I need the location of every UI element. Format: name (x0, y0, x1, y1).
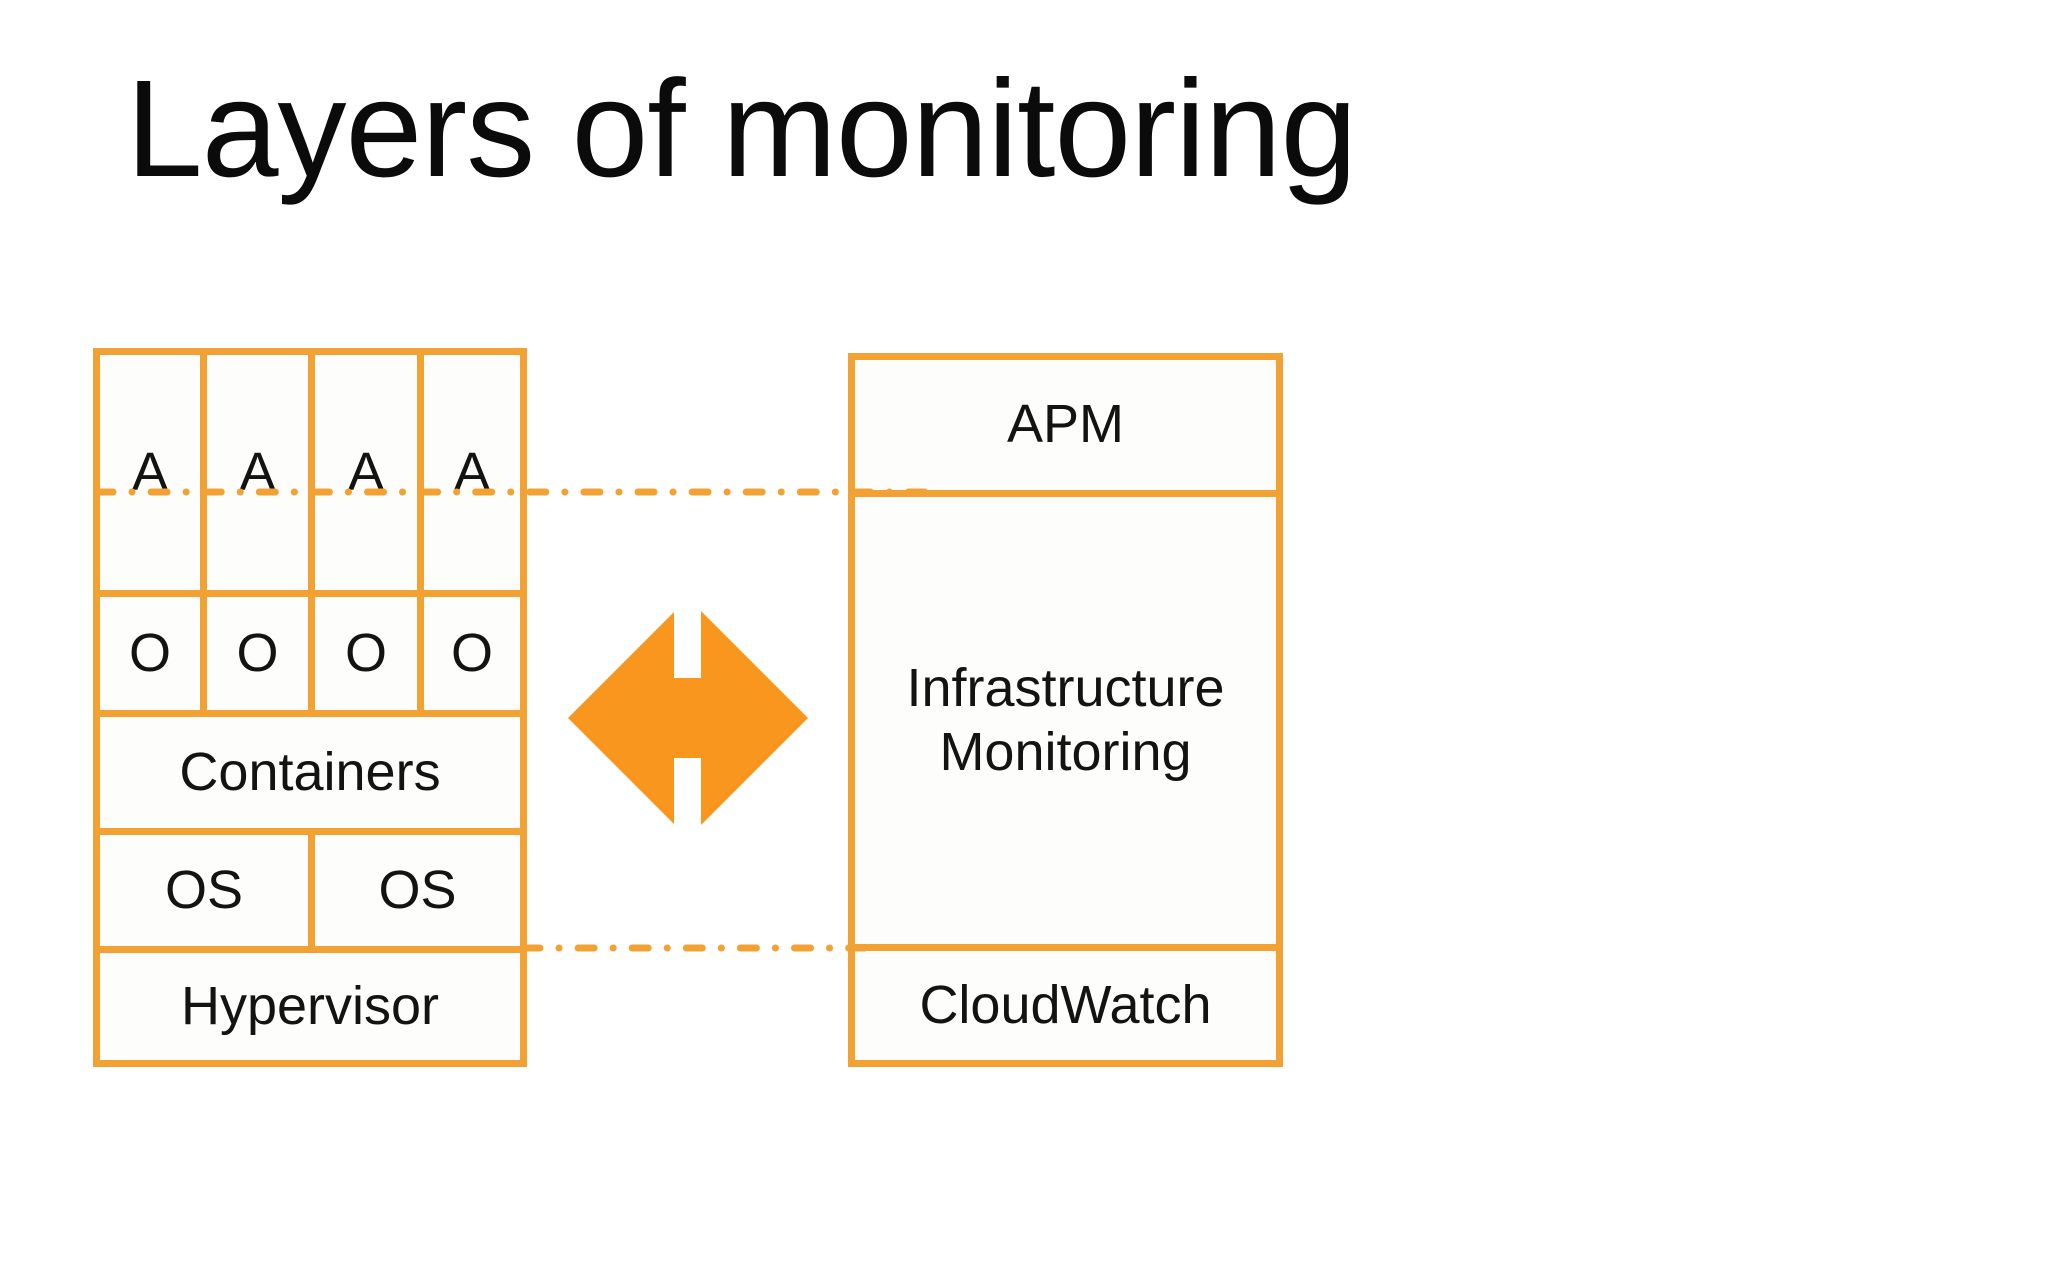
cloudwatch-cell: CloudWatch (848, 944, 1283, 1067)
containers-cell: Containers (93, 710, 527, 835)
application-cell: A (93, 348, 207, 597)
process-cell: O (417, 590, 527, 717)
os-cell: OS (308, 828, 527, 953)
infrastructure-monitoring-cell: Infrastructure Monitoring (848, 490, 1283, 951)
process-cell: O (200, 590, 315, 717)
arrow-diamond-shape (568, 598, 808, 838)
bidirectional-arrow-icon (568, 583, 808, 853)
apm-cell: APM (848, 353, 1283, 497)
process-cell: O (308, 590, 424, 717)
hypervisor-cell: Hypervisor (93, 946, 527, 1067)
process-cell: O (93, 590, 207, 717)
application-cell: A (308, 348, 424, 597)
arrow-top-slit (674, 583, 701, 678)
os-cell: OS (93, 828, 315, 953)
application-cell: A (200, 348, 315, 597)
arrow-bottom-slit (674, 758, 701, 853)
page-title: Layers of monitoring (126, 52, 1357, 206)
application-cell: A (417, 348, 527, 597)
